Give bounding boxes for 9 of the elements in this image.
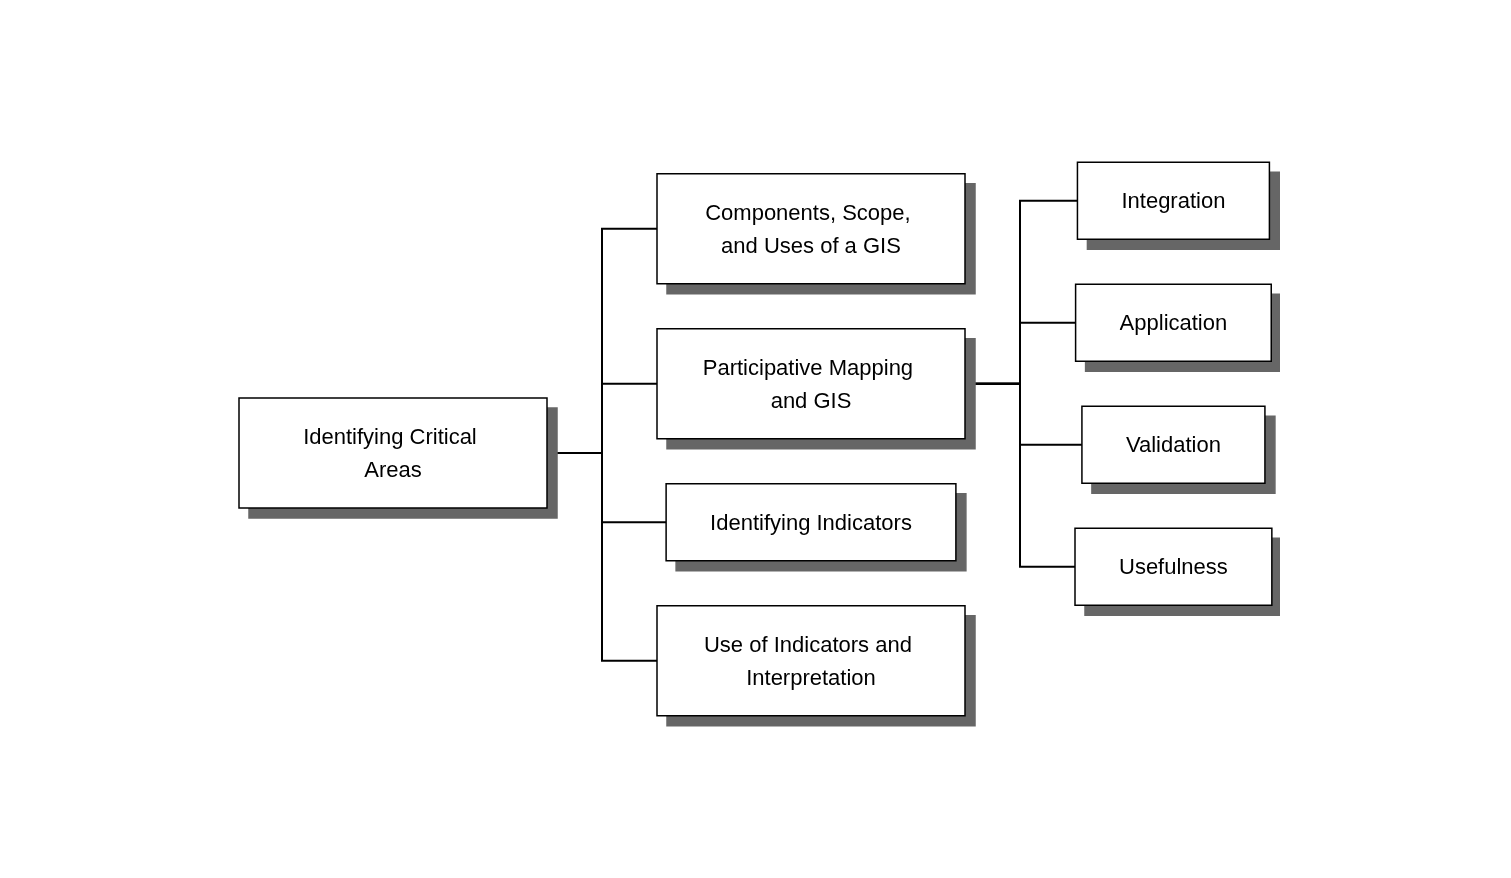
node-box: Identifying Indicators [665,483,957,562]
node-box: Integration [1076,161,1271,240]
node-box: Validation [1081,405,1266,484]
node-box: Components, Scope, and Uses of a GIS [656,173,966,285]
node-box: Use of Indicators and Interpretation [656,605,966,717]
node-box: Usefulness [1074,527,1273,606]
node-box: Identifying Critical Areas [238,397,548,509]
node-box: Application [1074,283,1273,362]
node-box: Participative Mapping and GIS [656,328,966,440]
